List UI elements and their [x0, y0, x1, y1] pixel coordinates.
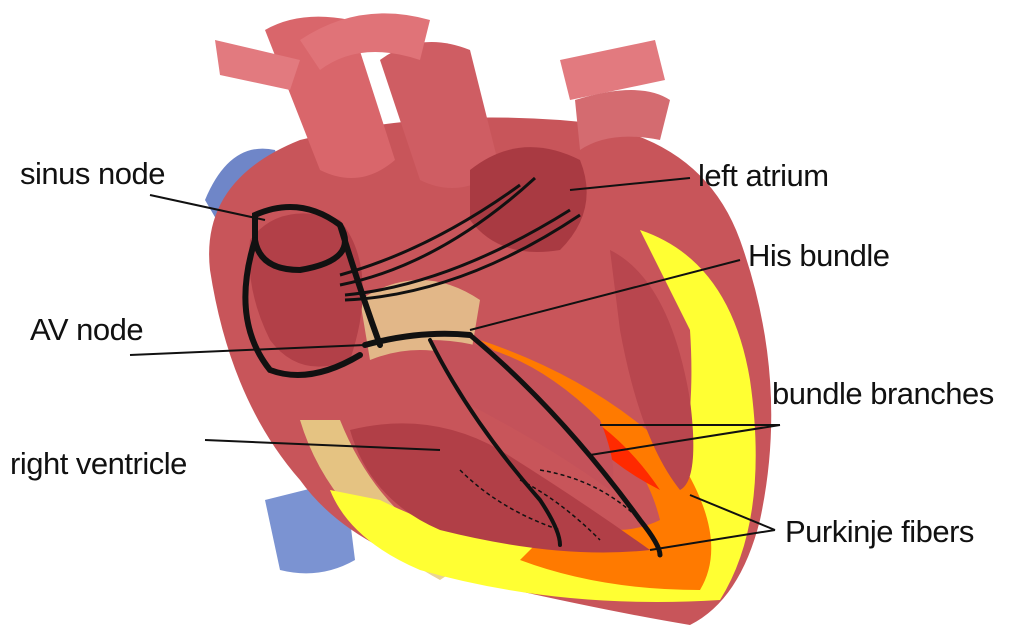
label-sinus-node: sinus node [20, 156, 165, 192]
branch-vessel-right [560, 40, 665, 100]
label-purkinje-fibers: Purkinje fibers [785, 514, 974, 550]
label-left-atrium: left atrium [698, 158, 829, 194]
label-av-node: AV node [30, 312, 143, 348]
label-right-ventricle: right ventricle [10, 446, 187, 482]
label-his-bundle: His bundle [748, 238, 889, 274]
left-atrium-chamber [470, 147, 587, 252]
label-bundle-branches: bundle branches [772, 376, 994, 412]
